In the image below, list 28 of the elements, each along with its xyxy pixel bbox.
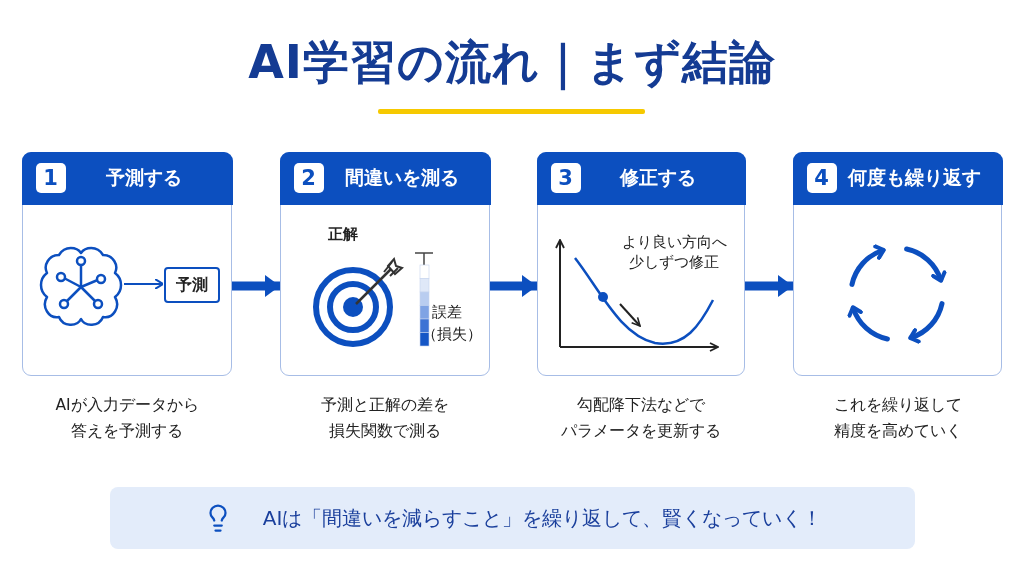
step-card xyxy=(22,152,232,376)
error-label: 誤差 xyxy=(432,302,463,322)
arrow xyxy=(123,278,164,290)
target-label: 正解 xyxy=(328,224,359,244)
step-card xyxy=(537,152,745,376)
error-label: （損失） xyxy=(422,324,483,344)
step-number: 2 xyxy=(293,163,324,193)
arrow xyxy=(745,275,793,297)
summary-banner xyxy=(110,487,915,549)
step-description: 勾配降下法などでパラメータを更新する xyxy=(560,395,722,442)
step-title: 何度も繰り返す xyxy=(846,165,982,190)
step-number: 3 xyxy=(550,163,581,193)
step-title: 修正する xyxy=(618,165,697,190)
step-number: 1 xyxy=(35,163,66,193)
step-card xyxy=(280,152,490,376)
title: AI学習の流れ｜まず結論 xyxy=(247,34,777,92)
output-box: 予測 xyxy=(164,267,220,303)
summary-text: AIは「間違いを減らすこと」を繰り返して、賢くなっていく！ xyxy=(262,504,823,532)
arrow xyxy=(232,275,280,297)
arrow xyxy=(490,275,537,297)
step-description: これを繰り返して精度を高めていく xyxy=(832,395,963,442)
step-card xyxy=(793,152,1002,376)
step-number: 4 xyxy=(806,163,837,193)
step-description: 予測と正解の差を損失関数で測る xyxy=(320,395,450,442)
step-description: AIが入力データから答えを予測する xyxy=(54,395,200,442)
step-title: 間違いを測る xyxy=(344,165,460,190)
graph-annotation: より良い方向へ少しずつ修正 xyxy=(620,232,728,272)
step-title: 予測する xyxy=(105,165,183,190)
